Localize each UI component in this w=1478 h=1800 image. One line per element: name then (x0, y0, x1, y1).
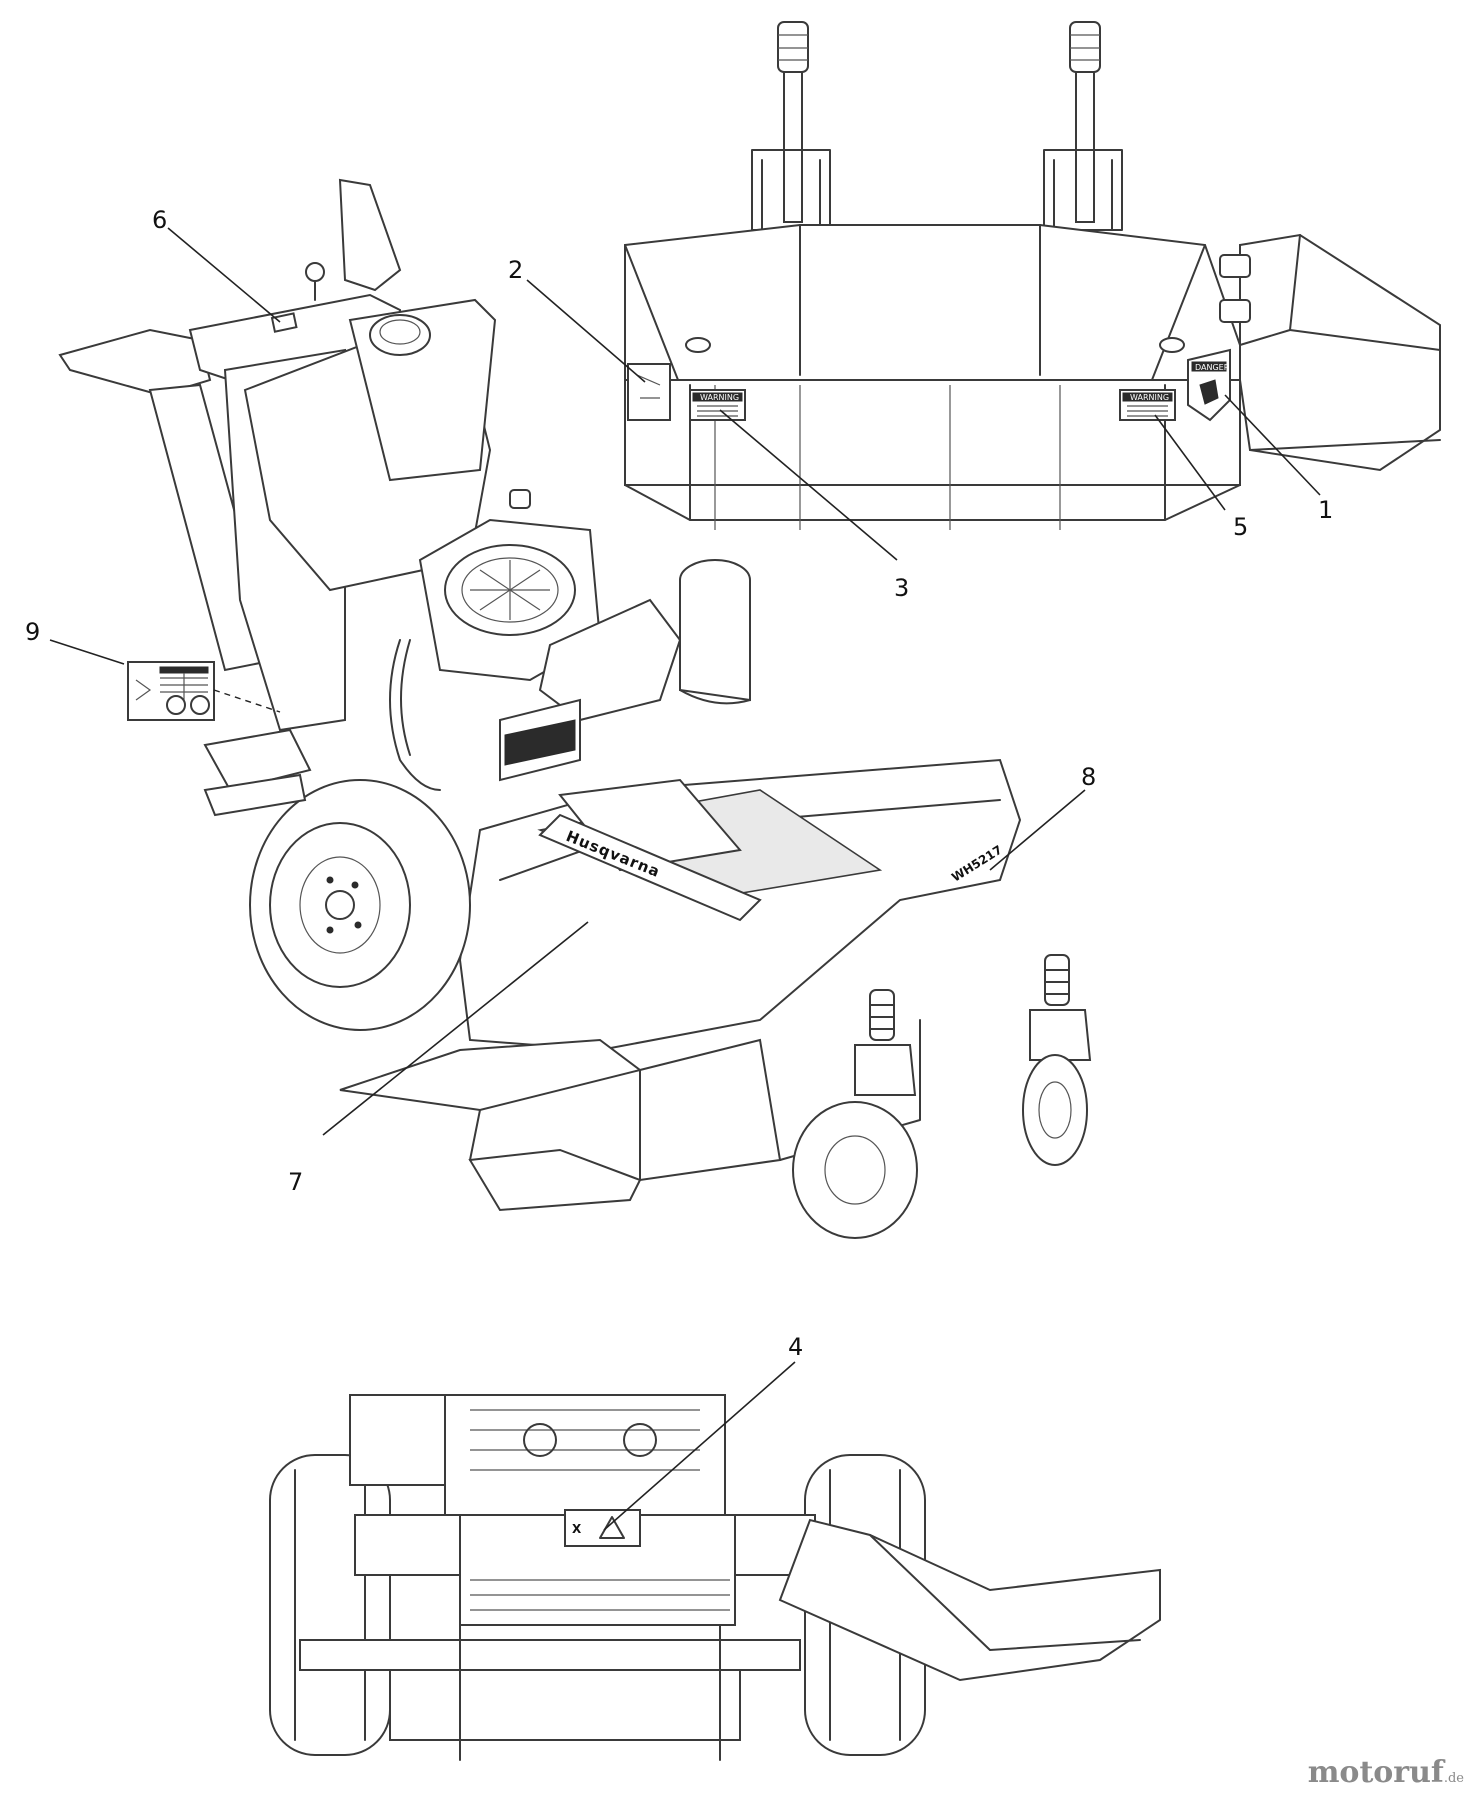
decal-9-placement-line (213, 689, 281, 713)
mower-rear-view: X (269, 1394, 1161, 1761)
watermark-logo: motoruf.de (1308, 1755, 1464, 1790)
callout-7: 7 (288, 1168, 303, 1196)
svg-text:WARNING: WARNING (1130, 393, 1169, 402)
svg-text:X: X (572, 1522, 582, 1536)
callout-6: 6 (152, 206, 167, 234)
watermark-tld: .de (1443, 1771, 1464, 1786)
callout-3: 3 (894, 574, 909, 602)
decal-1-danger: DANGER (1187, 348, 1231, 422)
svg-text:DANGER: DANGER (1195, 363, 1230, 372)
callout-5: 5 (1233, 513, 1248, 541)
callout-2: 2 (508, 256, 523, 284)
decal-5-warning: WARNING (1119, 389, 1176, 421)
callout-1: 1 (1318, 496, 1333, 524)
decal-9-exploded (127, 661, 215, 721)
watermark-name: motoruf (1307, 1755, 1444, 1790)
callout-4: 4 (788, 1333, 803, 1361)
mower-deck-rear-view: WARNING WARNING DANGER (624, 21, 1441, 530)
walk-behind-mower: Husqvarna WH5217 (58, 178, 1092, 1239)
callout-leaders (49, 227, 1321, 1531)
callout-8: 8 (1081, 763, 1096, 791)
callout-9: 9 (25, 618, 40, 646)
decal-6 (270, 312, 298, 333)
decal-3-warning: WARNING (689, 389, 746, 421)
svg-text:WARNING: WARNING (700, 393, 739, 402)
decal-4: X (564, 1509, 641, 1547)
